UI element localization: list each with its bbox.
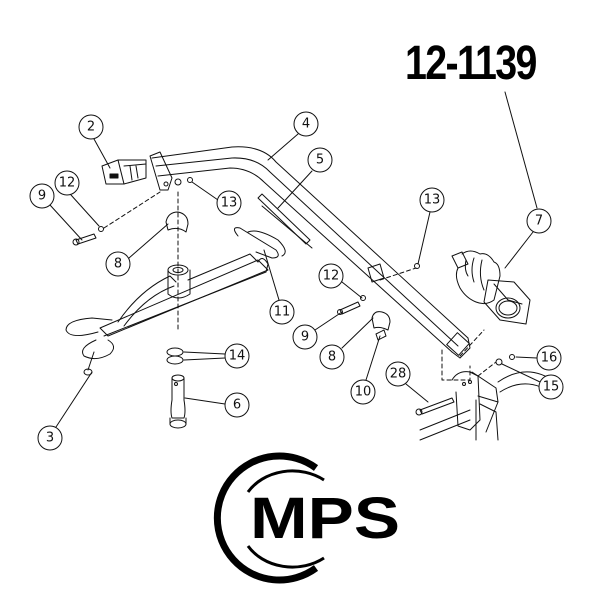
callout-5: 5 xyxy=(307,147,333,173)
callout-8: 8 xyxy=(319,344,345,370)
callout-label: 7 xyxy=(535,214,543,229)
callout-label: 16 xyxy=(541,351,558,366)
mps-logo: MPS xyxy=(213,452,400,584)
callout-3: 3 xyxy=(37,425,63,451)
bolt-upper-left xyxy=(72,226,104,246)
callout-label: 4 xyxy=(302,117,310,132)
mount-bracket xyxy=(415,354,561,441)
logo-inner-arc-top xyxy=(246,469,325,493)
callout-16: 16 xyxy=(536,345,562,371)
callout-8: 8 xyxy=(105,251,131,277)
callout-label: 2 xyxy=(87,120,95,135)
callout-15: 15 xyxy=(538,374,564,400)
knob xyxy=(101,159,147,185)
callout-label: 9 xyxy=(301,330,309,345)
callout-label: 15 xyxy=(543,380,560,395)
callout-9: 9 xyxy=(29,183,55,209)
callout-label: 8 xyxy=(114,257,122,272)
callout-label: 3 xyxy=(46,431,54,446)
callout-leaders xyxy=(49,133,541,428)
part-number-label: 12-1139 xyxy=(405,37,537,90)
callout-label: 5 xyxy=(316,153,324,168)
callouts: 2 12 9 4 5 13 13 7 8 11 12 9 8 10 14 6 3… xyxy=(29,111,564,451)
callout-28: 28 xyxy=(385,361,411,387)
callout-label: 13 xyxy=(221,196,238,211)
axis-line-dashed xyxy=(459,329,485,357)
callout-label: 11 xyxy=(274,305,291,320)
callout-label: 28 xyxy=(390,367,407,382)
callout-label: 6 xyxy=(233,398,241,413)
callout-13: 13 xyxy=(216,190,242,216)
logo-text: MPS xyxy=(250,486,400,551)
hardware-middle xyxy=(337,295,391,341)
callout-label: 10 xyxy=(355,385,372,400)
dashed-outline xyxy=(441,349,471,381)
callout-label: 12 xyxy=(323,269,340,284)
callout-10: 10 xyxy=(350,379,376,405)
actuator-motor xyxy=(451,250,531,325)
callout-9: 9 xyxy=(292,324,318,350)
logo-inner-arc-bottom xyxy=(246,545,325,569)
callout-12: 12 xyxy=(318,263,344,289)
callout-12: 12 xyxy=(54,170,80,196)
callout-7: 7 xyxy=(526,208,552,234)
callout-label: 12 xyxy=(59,176,76,191)
callout-11: 11 xyxy=(269,299,295,325)
callout-14: 14 xyxy=(224,343,250,369)
label-strip xyxy=(257,193,313,249)
callout-4: 4 xyxy=(293,111,319,137)
callout-label: 8 xyxy=(328,350,336,365)
callout-2: 2 xyxy=(78,114,104,140)
axis-line-dashed xyxy=(103,191,161,229)
callout-label: 9 xyxy=(38,189,46,204)
pivot-pin xyxy=(169,374,187,429)
bushing-upper xyxy=(165,211,189,233)
callout-13: 13 xyxy=(419,187,445,213)
logo-outer-arc xyxy=(213,452,319,584)
callout-label: 14 xyxy=(229,349,246,364)
spreader-bar xyxy=(65,227,286,376)
callout-6: 6 xyxy=(224,392,250,418)
nut-right xyxy=(414,263,420,269)
axis-line-dashed xyxy=(379,267,417,281)
axis-line-dashed xyxy=(477,361,497,377)
handle-tube xyxy=(149,146,471,359)
washers xyxy=(166,347,184,365)
part-number-leader xyxy=(504,91,538,209)
callout-label: 13 xyxy=(424,193,441,208)
